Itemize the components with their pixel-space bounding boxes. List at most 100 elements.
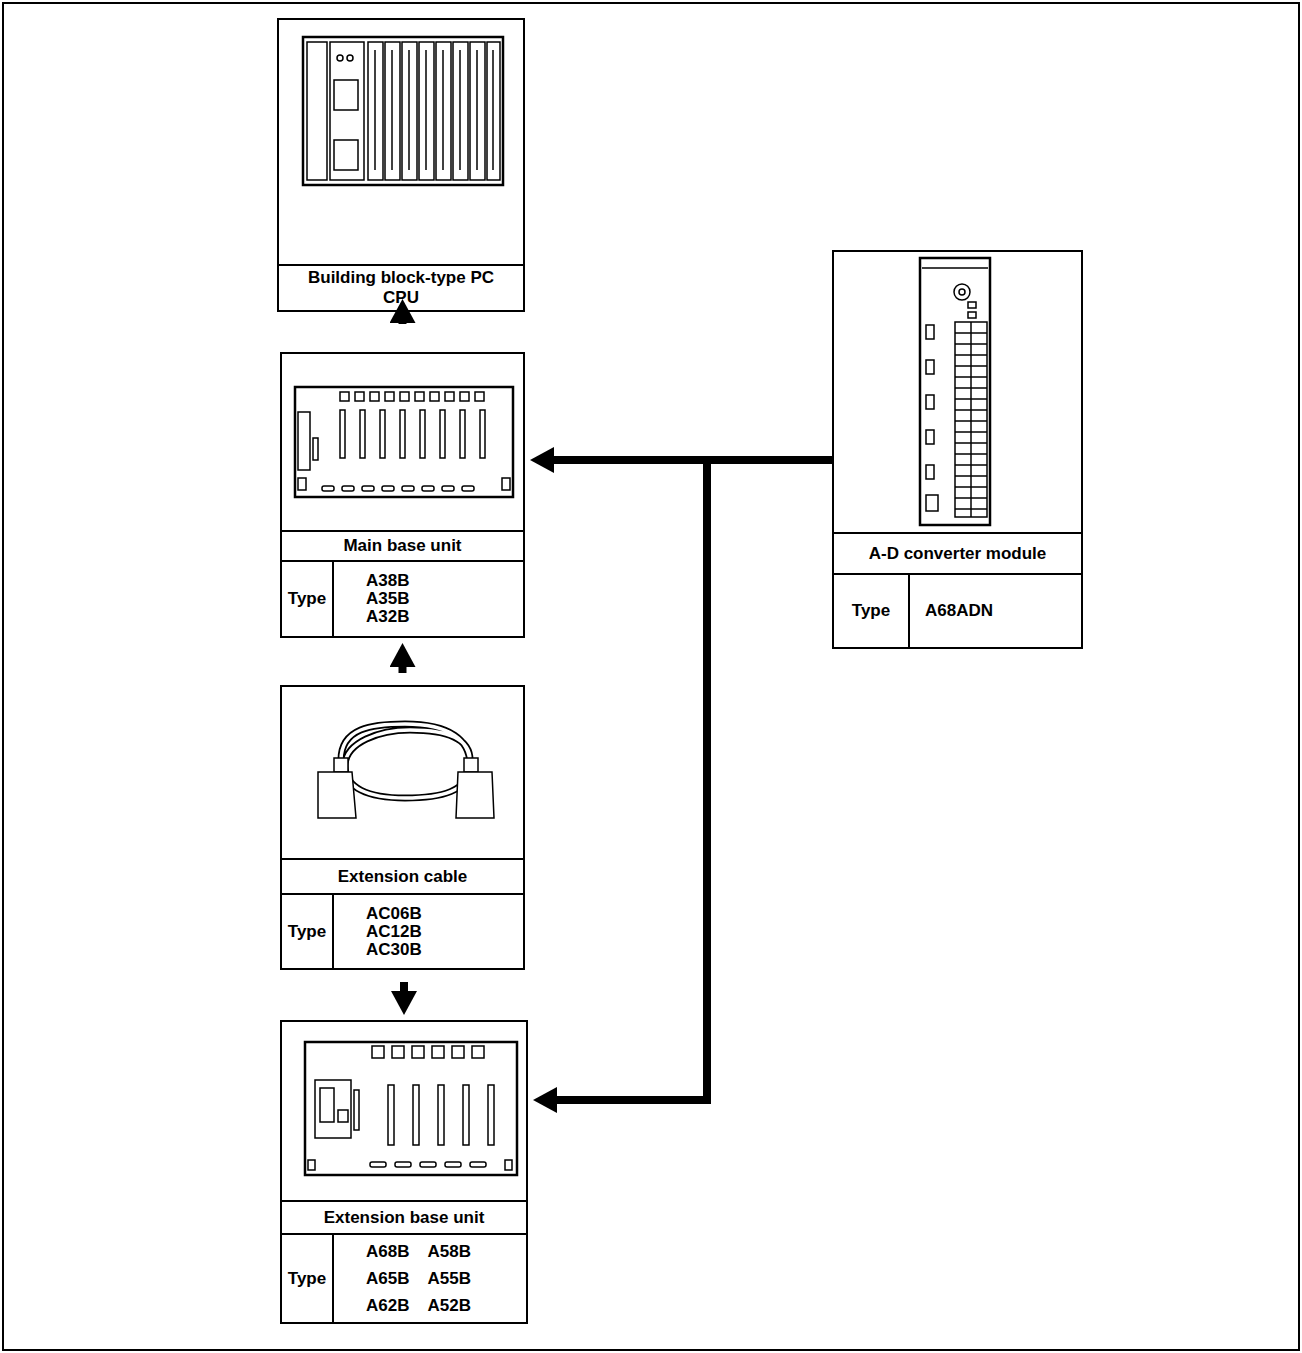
name-row: Main base unit	[282, 530, 523, 560]
extension-base-drawing-part	[395, 1162, 411, 1167]
cable-drawing-part	[334, 758, 348, 772]
main-base-drawing-part	[298, 412, 310, 470]
main-base-drawing-part	[380, 410, 385, 458]
component-box: Extension base unitType A68B A65B A62B A58…	[280, 1020, 528, 1324]
cpu-rack-drawing-part	[330, 42, 364, 180]
main-base-drawing-part	[480, 410, 485, 458]
extension-base-drawing	[305, 1042, 517, 1175]
cpu-rack-drawing-part	[436, 42, 451, 180]
picture-area	[279, 20, 523, 264]
type-cell: Type	[282, 895, 334, 968]
model-numbers: A58B A55B A52B	[427, 1238, 470, 1319]
component-box: A-D converter moduleType A68ADN	[832, 250, 1083, 649]
extension-base-drawing-part	[472, 1046, 484, 1058]
main-base-drawing-part	[322, 486, 334, 491]
cable-drawing-part	[318, 772, 356, 818]
type-heading: Type	[288, 589, 326, 609]
ad-module-drawing-part	[922, 267, 988, 269]
ad-module-drawing-part	[959, 289, 965, 295]
cpu-rack-drawing-part	[442, 50, 444, 170]
ad-module-drawing-part	[926, 325, 934, 339]
main-base-drawing-part	[460, 410, 465, 458]
main-base-drawing-part	[370, 392, 379, 401]
cpu-rack-drawing-part	[492, 50, 494, 170]
main-base-drawing-part	[362, 486, 374, 491]
ad-module-drawing-part	[920, 258, 990, 525]
types-cell: A68ADN	[910, 575, 1081, 647]
extension-base-drawing-part	[470, 1162, 486, 1167]
main-base-drawing-part	[420, 410, 425, 458]
extension-base-drawing-part	[315, 1080, 351, 1138]
types-cell: A38B A35B A32B	[334, 562, 523, 636]
ad-module-drawing-part	[926, 465, 934, 479]
type-cell: Type	[282, 562, 334, 636]
name-row: Extension cable	[282, 858, 523, 893]
cable-drawing-part	[318, 758, 494, 818]
picture-area	[282, 687, 523, 858]
extension-base-drawing-part	[488, 1085, 494, 1145]
main-base-drawing-part	[430, 392, 439, 401]
cable-drawing	[318, 724, 494, 818]
extension-base-drawing-part	[372, 1046, 384, 1058]
extension-base-drawing-part	[370, 1162, 386, 1167]
component-box: Extension cableType AC06B AC12B AC30B	[280, 685, 525, 970]
component-name: Extension base unit	[324, 1208, 485, 1228]
cpu-rack-drawing-part	[303, 37, 503, 185]
main-base-drawing-part	[440, 410, 445, 458]
ad-module-drawing-part	[954, 284, 970, 300]
types-cell: A68B A65B A62B A58B A55B A52B	[334, 1235, 526, 1322]
main-base-drawing-part	[475, 392, 484, 401]
component-name: A-D converter module	[869, 544, 1047, 564]
extension-base-drawing-part	[505, 1160, 512, 1170]
main-base-drawing-part	[462, 486, 474, 491]
cpu-rack-drawing-part	[374, 50, 376, 170]
cable-drawing-part	[456, 772, 494, 818]
main-base-drawing-part	[445, 392, 454, 401]
main-base-drawing-part	[402, 486, 414, 491]
connection-arrow	[399, 667, 407, 673]
type-heading: Type	[288, 1269, 326, 1289]
outer-frame	[3, 3, 1299, 1350]
cpu-rack-drawing-part	[391, 50, 393, 170]
main-base-drawing-part	[415, 392, 424, 401]
component-name: Building block-type PC CPU	[306, 268, 496, 308]
type-heading: Type	[288, 922, 326, 942]
main-base-drawing-part	[340, 410, 345, 458]
types-cell: AC06B AC12B AC30B	[334, 895, 523, 968]
cable-drawing-part	[464, 758, 478, 772]
cable-drawing-part	[341, 724, 470, 798]
connection-arrow	[400, 982, 408, 991]
main-base-drawing-part	[502, 478, 510, 490]
extension-base-drawing-part	[420, 1162, 436, 1167]
type-row: Type AC06B AC12B AC30B	[282, 893, 523, 968]
extension-base-drawing-part	[452, 1046, 464, 1058]
extension-base-drawing-part	[412, 1046, 424, 1058]
model-numbers: A68B A65B A62B	[366, 1238, 409, 1319]
ad-module-drawing-part	[926, 395, 934, 409]
extension-base-drawing-part	[413, 1085, 419, 1145]
main-base-drawing-part	[295, 387, 513, 497]
main-base-drawing-part	[355, 392, 364, 401]
component-box: Main base unitType A38B A35B A32B	[280, 352, 525, 638]
cpu-rack-drawing-part	[402, 42, 417, 180]
extension-base-drawing-part	[354, 1090, 359, 1130]
main-base-drawing-part	[400, 410, 405, 458]
main-base-drawing-part	[422, 486, 434, 491]
cpu-rack-drawing-part	[459, 50, 461, 170]
cpu-rack-drawing-part	[425, 50, 427, 170]
extension-base-drawing-part	[438, 1085, 444, 1145]
ad-module-drawing-part	[926, 360, 934, 374]
component-name: Extension cable	[338, 867, 467, 887]
cpu-rack-drawing-part	[408, 50, 410, 170]
main-base-drawing-part	[400, 392, 409, 401]
type-heading: Type	[852, 601, 890, 621]
main-base-drawing-part	[342, 486, 354, 491]
name-row: Building block-type PC CPU	[279, 264, 523, 310]
extension-base-drawing-part	[463, 1085, 469, 1145]
component-name: Main base unit	[343, 536, 461, 556]
connection-arrow	[399, 323, 407, 324]
ad-module-drawing-part	[926, 430, 934, 444]
cpu-rack-drawing-part	[334, 80, 358, 110]
cpu-rack-drawing-part	[476, 50, 478, 170]
